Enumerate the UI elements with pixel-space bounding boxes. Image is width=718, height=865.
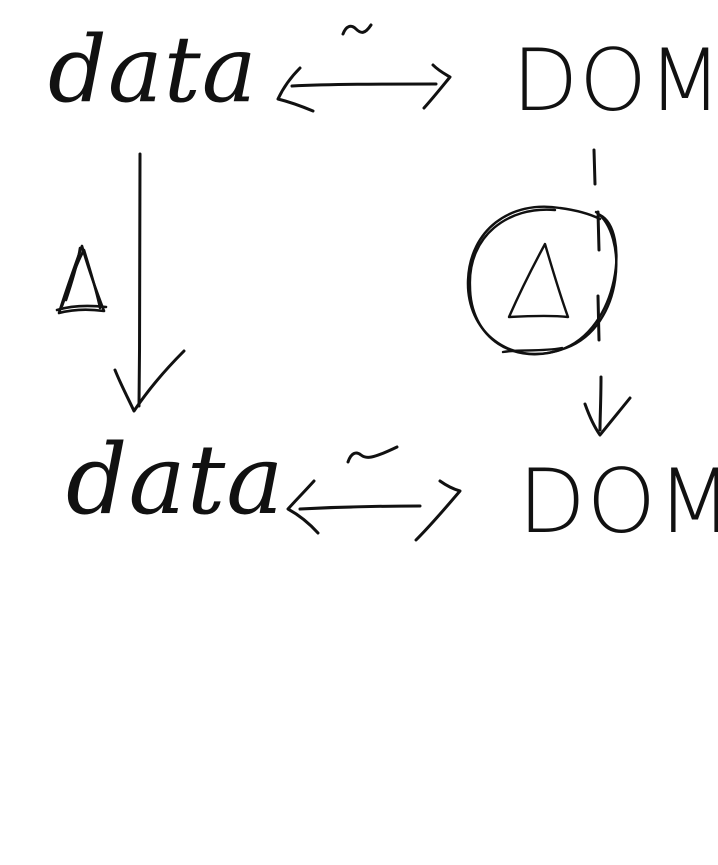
right-dashed-connector bbox=[583, 148, 632, 437]
tilde-icon bbox=[341, 23, 373, 36]
left-down-arrow bbox=[113, 152, 186, 413]
tilde-icon bbox=[346, 445, 399, 464]
arrowhead-right bbox=[414, 479, 462, 542]
delta-icon bbox=[55, 244, 108, 315]
arrowhead-right bbox=[422, 63, 452, 110]
arrowhead-down bbox=[113, 349, 186, 413]
double-arrow-line bbox=[298, 504, 422, 511]
arrowhead-left bbox=[276, 66, 315, 113]
node-dom-bottom: DOM bbox=[518, 450, 718, 553]
tilde-double-arrow-top bbox=[276, 23, 452, 113]
double-arrow-line bbox=[290, 82, 438, 88]
arrow-shaft bbox=[137, 152, 142, 408]
tilde-double-arrow-bottom bbox=[286, 445, 462, 542]
arrowhead-down bbox=[583, 396, 632, 437]
arrowhead-left bbox=[286, 479, 320, 535]
circled-delta-icon bbox=[466, 205, 618, 356]
node-data-top: data bbox=[48, 16, 258, 123]
node-data-bottom: data bbox=[66, 424, 285, 536]
node-dom-top: DOM bbox=[512, 31, 718, 131]
arrow-shaft bbox=[598, 375, 603, 432]
